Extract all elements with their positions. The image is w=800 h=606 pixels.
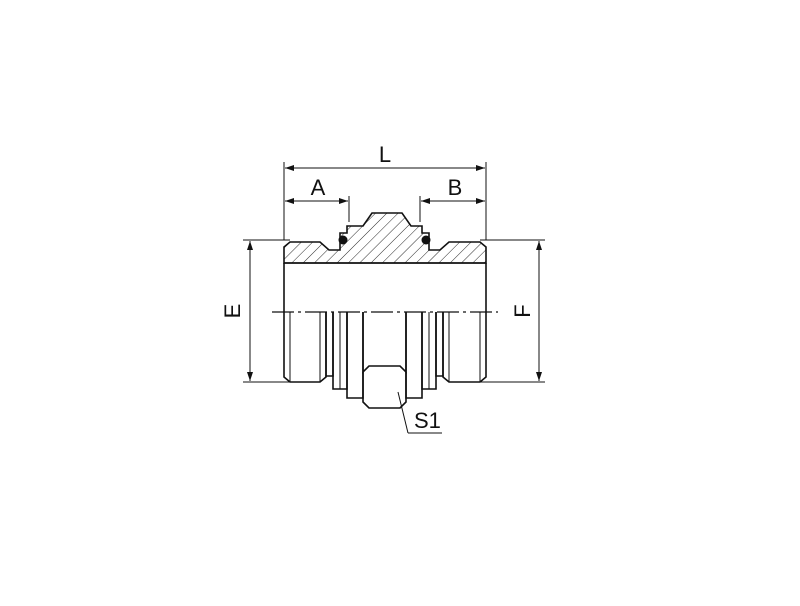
o-ring-left: [338, 235, 348, 245]
label-S1: S1: [414, 408, 441, 433]
label-L: L: [379, 142, 391, 167]
label-B: B: [448, 175, 463, 200]
right-thread: [442, 312, 487, 383]
o-ring-right: [421, 235, 431, 245]
label-F: F: [510, 304, 535, 317]
leader-S1: S1: [397, 391, 442, 434]
dimension-E: E: [220, 239, 290, 383]
hex-flat: [362, 312, 407, 374]
dimension-L: L: [283, 142, 487, 240]
dimension-F: F: [480, 239, 545, 383]
sectioned-body: [283, 212, 487, 264]
outside-view: [283, 312, 487, 409]
label-A: A: [311, 175, 326, 200]
section-outline: [283, 212, 487, 264]
hex-body: [346, 312, 364, 399]
label-E: E: [220, 304, 245, 319]
dimension-B: B: [419, 175, 485, 222]
dimension-A: A: [285, 175, 350, 222]
